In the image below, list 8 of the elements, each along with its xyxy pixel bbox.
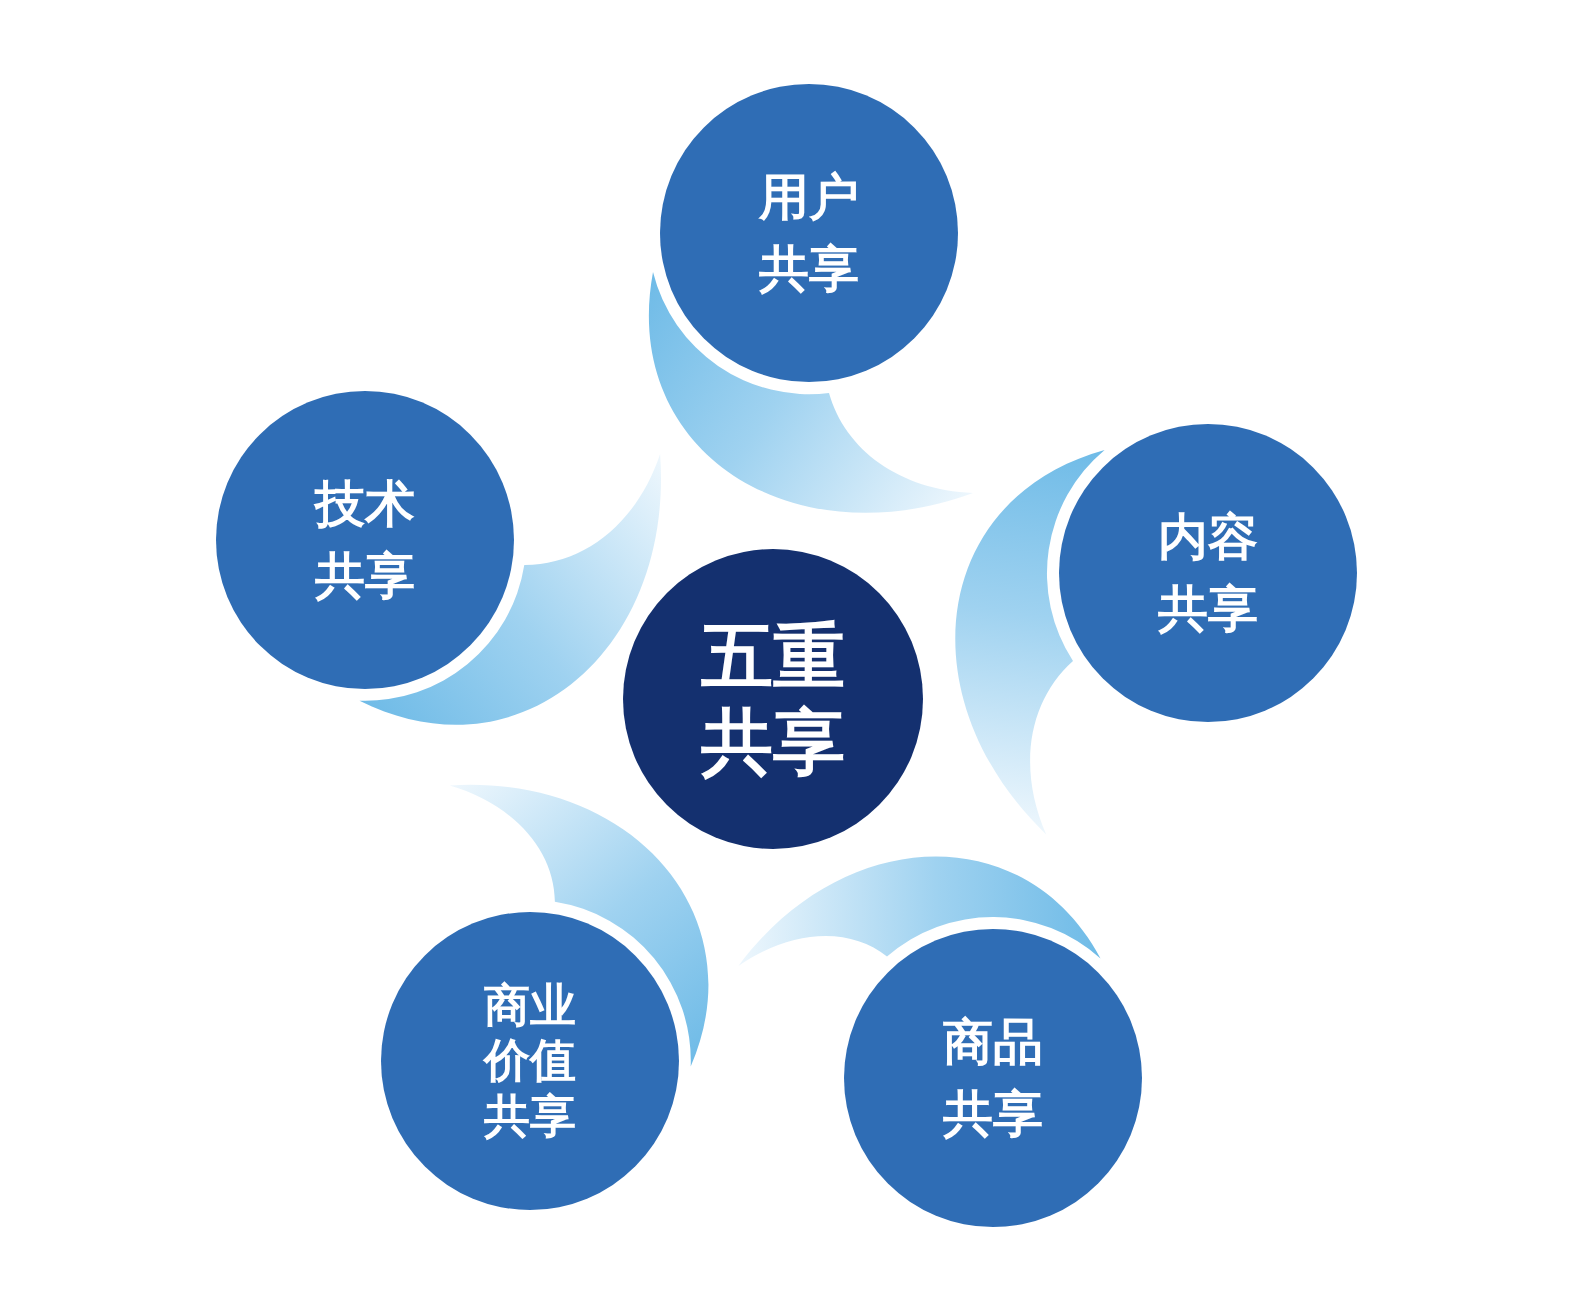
node-label: 五重共享 [700,612,846,786]
crescent-swoosh [738,856,1101,966]
node-label: 技术共享 [312,473,416,607]
node-label: 商业价值共享 [482,978,577,1144]
crescent-swoosh [955,449,1105,835]
node-label: 商品共享 [942,1011,1044,1145]
node-label: 用户共享 [757,166,860,300]
node-label: 内容共享 [1157,506,1259,640]
